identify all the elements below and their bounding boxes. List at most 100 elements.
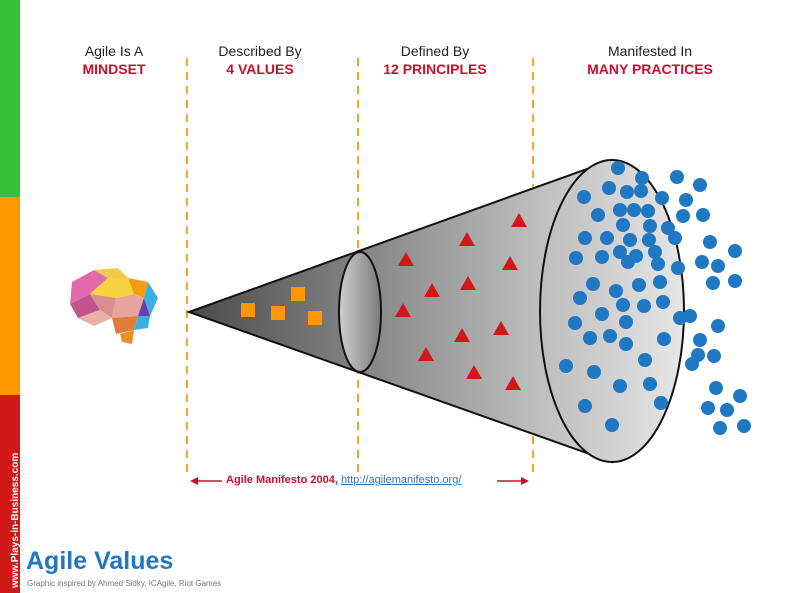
practice-dot-icon [713,421,727,435]
practice-dot-icon [709,381,723,395]
practice-dot-icon [627,203,641,217]
practice-dot-icon [695,255,709,269]
practice-dot-icon [671,261,685,275]
principle-triangle-icon [424,283,440,297]
practice-dot-icon [641,204,655,218]
practice-dot-icon [619,315,633,329]
practice-dot-icon [720,403,734,417]
practice-dot-icon [621,255,635,269]
practice-dot-icon [676,209,690,223]
heading-practices-line2: MANY PRACTICES [587,61,713,77]
arrow-head-right [521,477,529,485]
value-square-icon [271,306,285,320]
heading-mindset: Agile Is A MINDSET [34,42,194,78]
principle-triangle-icon [395,303,411,317]
practice-dot-icon [578,231,592,245]
practice-dot-icon [679,193,693,207]
brain-icon [70,268,158,344]
practice-dot-icon [691,348,705,362]
practice-dot-icon [605,418,619,432]
practice-dot-icon [661,221,675,235]
practice-dot-icon [707,349,721,363]
heading-values-line2: 4 VALUES [226,61,294,77]
principle-triangle-icon [511,213,527,227]
heading-values-line1: Described By [218,43,302,59]
practice-dot-icon [651,257,665,271]
practice-dot-icon [648,245,662,259]
practice-dot-icon [595,250,609,264]
practice-dot-icon [654,396,668,410]
practice-dot-icon [568,316,582,330]
principle-triangle-icon [459,232,475,246]
practice-dot-icon [577,190,591,204]
manifesto-text: Agile Manifesto 2004, [226,474,341,486]
manifesto-link[interactable]: http://agilemanifesto.org/ [340,474,462,486]
practice-dot-icon [619,337,633,351]
sidebar-band-green [0,0,20,197]
practice-dot-icon [613,203,627,217]
practice-dot-icon [668,231,682,245]
practice-dot-icon [616,218,630,232]
practice-dot-icon [728,274,742,288]
practice-dot-icon [623,233,637,247]
practice-dot-icon [643,377,657,391]
practice-dot-icon [711,259,725,273]
heading-principles-line1: Defined By [400,43,470,59]
principle-triangle-icon [398,252,414,266]
practice-dot-icon [632,278,646,292]
cone-mouth [539,159,685,463]
practice-dot-icon [706,276,720,290]
practice-dot-icon [656,295,670,309]
heading-values: Described By 4 VALUES [180,42,340,78]
credit-text: Graphic inspired by Ahmed Sidky, ICAgile… [27,579,222,588]
manifesto-arrows [190,477,529,485]
practice-dot-icon [701,401,715,415]
practice-dot-icon [573,291,587,305]
practice-dot-icon [595,307,609,321]
practice-dot-icon [613,379,627,393]
principle-triangle-icon [454,328,470,342]
principle-triangle-icon [466,365,482,379]
heading-mindset-line2: MINDSET [82,61,146,77]
practice-dot-icon [586,277,600,291]
practice-dot-icon [600,231,614,245]
sidebar-band-red [0,395,20,593]
values-squares [241,287,322,325]
practice-dot-icon [616,298,630,312]
practice-dot-icon [569,251,583,265]
practice-dot-icon [583,331,597,345]
principles-triangles [395,213,527,390]
practice-dot-icon [653,275,667,289]
heading-principles-line2: 12 PRINCIPLES [383,61,487,77]
principle-triangle-icon [493,321,509,335]
sidebar-band-orange [0,197,20,395]
practice-dot-icon [602,181,616,195]
practice-dot-icon [613,245,627,259]
practice-dot-icon [696,208,710,222]
principle-triangle-icon [505,376,521,390]
practice-dot-icon [642,233,656,247]
practices-dots [559,161,751,435]
practice-dot-icon [693,333,707,347]
practice-dot-icon [635,171,649,185]
practice-dot-icon [657,332,671,346]
practice-dot-icon [737,419,751,433]
practice-dot-icon [620,185,634,199]
practice-dot-icon [587,365,601,379]
value-square-icon [291,287,305,301]
principle-triangle-icon [502,256,518,270]
practice-dot-icon [634,184,648,198]
practice-dot-icon [703,235,717,249]
cone-ring [338,251,382,373]
practice-dot-icon [655,191,669,205]
value-square-icon [241,303,255,317]
practice-dot-icon [733,389,747,403]
practice-dot-icon [728,244,742,258]
practice-dot-icon [711,319,725,333]
sidebar-stripe: www.Plays-in-Business.com [0,0,21,593]
heading-principles: Defined By 12 PRINCIPLES [355,42,515,78]
practice-dot-icon [578,399,592,413]
practice-dot-icon [609,284,623,298]
heading-practices: Manifested In MANY PRACTICES [570,42,730,78]
